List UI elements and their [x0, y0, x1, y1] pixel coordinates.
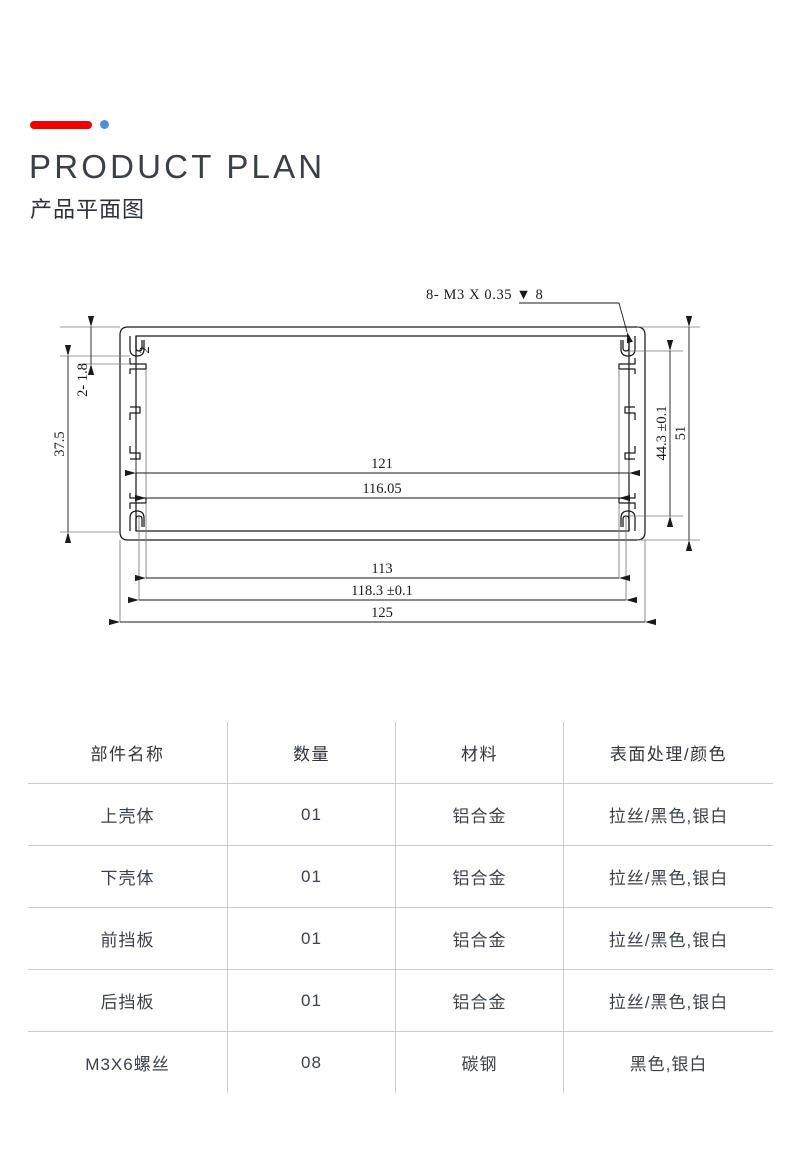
screw-boss-top-right: [620, 336, 636, 357]
cell-part-name: 后挡板: [28, 969, 228, 1032]
table-row: 前挡板 01 铝合金 拉丝/黑色,银白: [28, 907, 773, 970]
dim-thread-note: 8- M3 X 0.35 ▼ 8: [426, 287, 543, 303]
dim-right-outer-height: 51: [673, 426, 689, 441]
cell-material: 碳钢: [395, 1031, 564, 1093]
cell-part-name: M3X6螺丝: [85, 1055, 170, 1074]
cell-finish: 拉丝/黑色,银白: [563, 845, 773, 908]
thread-note-leader: [519, 302, 633, 344]
screw-boss-bottom-left: [129, 510, 145, 531]
dimension-lines: [60, 326, 700, 622]
dim-groove-width: 118.3 ±0.1: [351, 583, 413, 599]
cell-material: 铝合金: [395, 907, 564, 970]
dim-outer-width: 125: [371, 605, 393, 621]
dim-inner-width-lower: 113: [371, 561, 392, 577]
cell-quantity: 01: [227, 783, 396, 846]
screw-boss-bottom-right: [620, 510, 636, 531]
screw-boss-top-left: [129, 336, 145, 357]
table-row: M3X6螺丝 08 碳钢 黑色,银白: [28, 1031, 773, 1093]
component-spec-table: 部件名称 数量 材料 表面处理/颜色 上壳体 01 铝合金 拉丝/黑色,银白 下…: [28, 722, 773, 1093]
column-header-part-name: 部件名称: [28, 722, 228, 784]
cell-part-name: 上壳体: [28, 783, 228, 846]
dimension-arrows: [64, 316, 693, 626]
dim-inner-width-rail: 116.05: [362, 481, 401, 497]
dim-inner-width-upper: 121: [371, 456, 393, 472]
cell-quantity: 08: [227, 1031, 396, 1093]
cell-material: 铝合金: [395, 783, 564, 846]
cell-material: 铝合金: [395, 845, 564, 908]
dim-left-wall-thickness: 2- 1.8: [75, 363, 91, 397]
table-row: 下壳体 01 铝合金 拉丝/黑色,银白: [28, 845, 773, 908]
accent-bar: [30, 120, 92, 129]
dim-corner-radius: 2: [137, 346, 153, 353]
cell-part-name: 前挡板: [28, 907, 228, 970]
cell-part-name: 下壳体: [28, 845, 228, 908]
accent-dot: [100, 120, 109, 129]
table-header-row: 部件名称 数量 材料 表面处理/颜色: [28, 722, 773, 784]
cell-quantity: 01: [227, 907, 396, 970]
enclosure-profile: [119, 326, 646, 541]
cell-finish: 拉丝/黑色,银白: [563, 783, 773, 846]
column-header-quantity: 数量: [227, 722, 396, 784]
column-header-finish: 表面处理/颜色: [563, 722, 773, 784]
cell-finish: 黑色,银白: [563, 1031, 773, 1093]
cell-finish: 拉丝/黑色,银白: [563, 907, 773, 970]
column-header-material: 材料: [395, 722, 564, 784]
table-row: 上壳体 01 铝合金 拉丝/黑色,银白: [28, 783, 773, 846]
dim-left-height: 37.5: [52, 431, 68, 456]
dim-right-inner-height: 44.3 ±0.1: [654, 405, 670, 460]
cell-finish: 拉丝/黑色,银白: [563, 969, 773, 1032]
cell-quantity: 01: [227, 845, 396, 908]
accent-decoration: [30, 120, 109, 129]
cell-material: 铝合金: [395, 969, 564, 1032]
cell-quantity: 01: [227, 969, 396, 1032]
page-title-chinese: 产品平面图: [30, 197, 146, 222]
table-row: 后挡板 01 铝合金 拉丝/黑色,银白: [28, 969, 773, 1032]
technical-drawing: 8- M3 X 0.35 ▼ 8 121 116.05 113 118.3 ±0…: [0, 270, 790, 670]
page-title-english: PRODUCT PLAN: [29, 148, 326, 185]
